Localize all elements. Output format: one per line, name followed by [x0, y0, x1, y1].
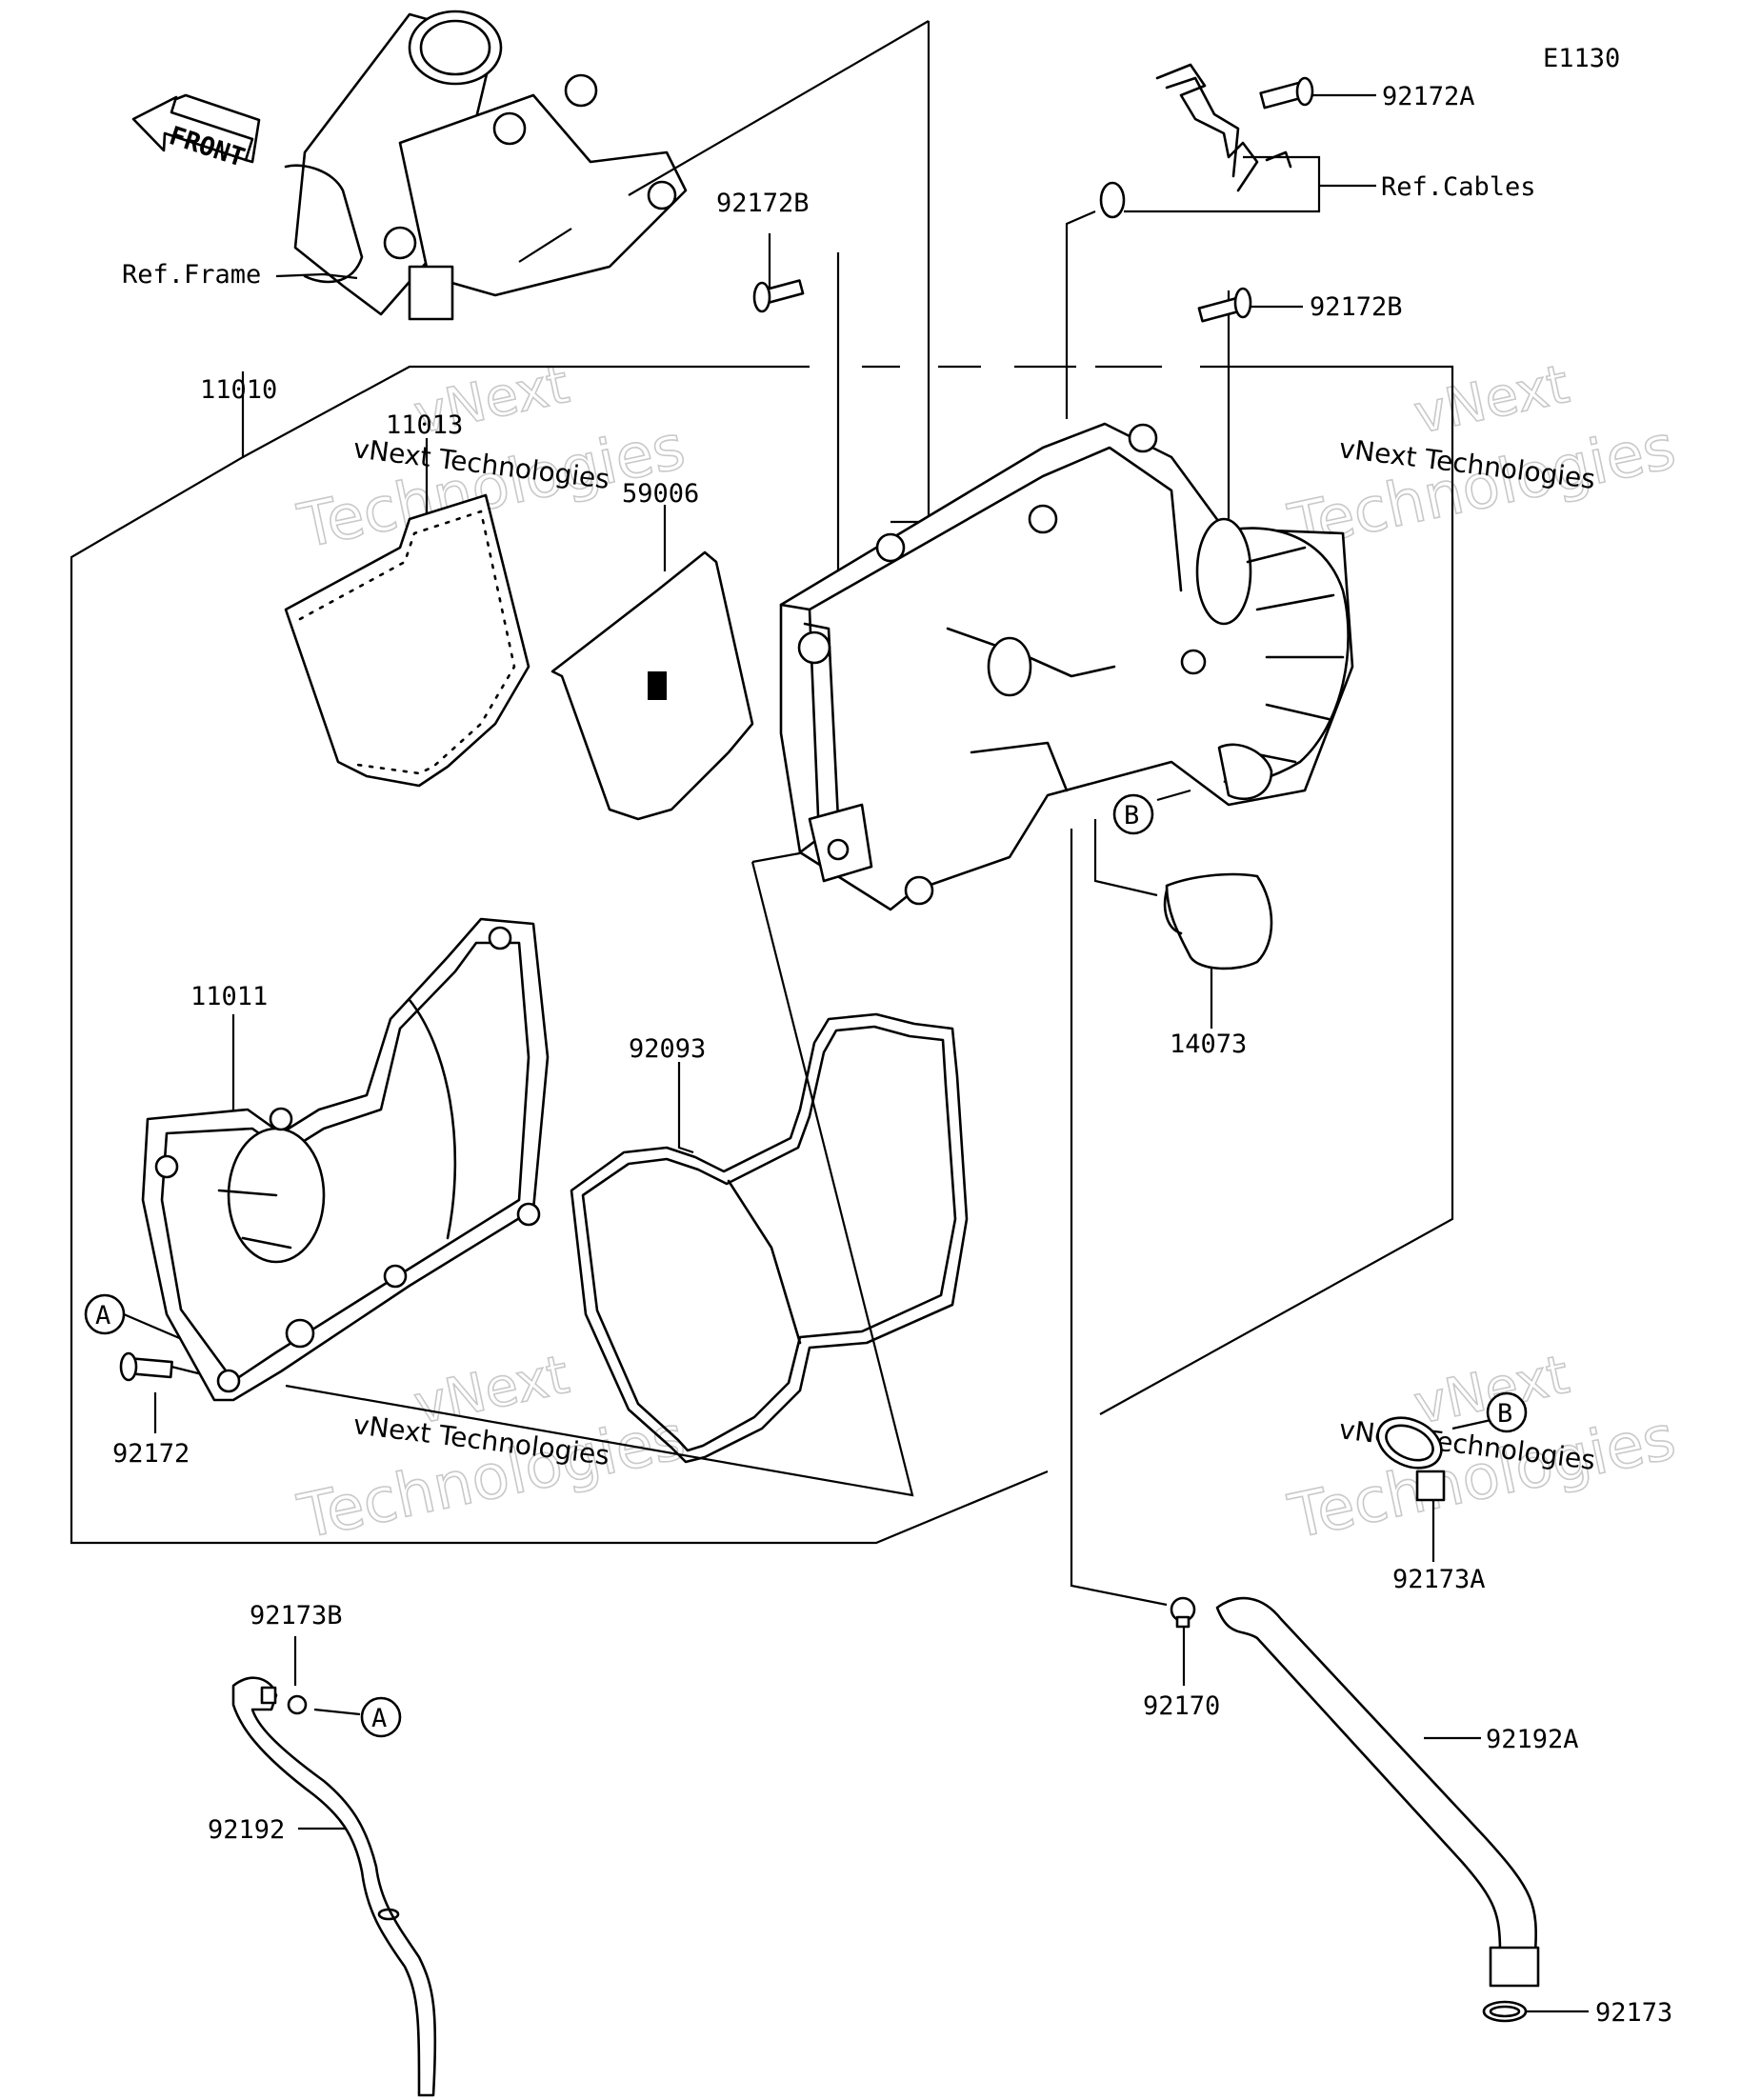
bolt-92172B-left — [752, 279, 805, 313]
callout-a-upper: A — [84, 1293, 126, 1335]
gasket — [570, 1012, 969, 1464]
label-92172B-left: 92172B — [716, 189, 810, 218]
watermark-bottom-left: vNext Technologies vNext Technologies — [291, 1343, 691, 1553]
watermark-bottom-right: vNext Technologies vNext Technologies — [1282, 1343, 1682, 1553]
hose-92192A — [1215, 1596, 1540, 1988]
ref-cables-label: Ref.Cables — [1381, 172, 1536, 202]
bolt-92172A — [1259, 76, 1314, 110]
callout-a-letter: A — [371, 1704, 387, 1733]
bolt-92172 — [119, 1351, 173, 1382]
washer — [1099, 181, 1126, 219]
callout-b-letter: B — [1124, 801, 1139, 830]
label-11010: 11010 — [200, 375, 277, 405]
air-cleaner-housing — [779, 422, 1354, 911]
clamp-92173B — [260, 1686, 308, 1715]
air-filter-element — [284, 493, 530, 788]
callout-a-lower: A — [360, 1696, 402, 1738]
callout-b-lower: B — [1486, 1391, 1528, 1433]
label-92170: 92170 — [1143, 1691, 1220, 1721]
label-92192A: 92192A — [1486, 1725, 1579, 1754]
label-92172: 92172 — [112, 1439, 190, 1469]
label-92093: 92093 — [629, 1034, 706, 1064]
frame-part — [284, 10, 688, 321]
diagram-code: E1130 — [1543, 44, 1620, 73]
callout-a-letter: A — [95, 1301, 110, 1330]
label-14073: 14073 — [1170, 1030, 1247, 1059]
label-92173: 92173 — [1595, 1998, 1672, 2028]
label-11011: 11011 — [190, 982, 268, 1011]
label-92172B-right: 92172B — [1310, 292, 1403, 322]
clamp-92173 — [1482, 2000, 1528, 2023]
label-11013: 11013 — [386, 410, 463, 440]
label-92173B: 92173B — [250, 1601, 343, 1630]
ref-frame-label: Ref.Frame — [122, 260, 261, 290]
duct-14073 — [1163, 872, 1273, 970]
watermark-top-right: vNext Technologies vNext Technologies — [1282, 352, 1682, 563]
lower-case — [141, 917, 550, 1402]
filter-sheet — [550, 550, 754, 821]
hose-92192 — [231, 1676, 437, 2097]
label-92192: 92192 — [208, 1815, 285, 1845]
callout-b-letter: B — [1497, 1399, 1512, 1429]
callout-b: B — [1112, 793, 1154, 835]
frame-tube-end — [408, 10, 503, 86]
label-92173A: 92173A — [1392, 1565, 1486, 1594]
label-92172A: 92172A — [1382, 82, 1475, 111]
sheet-mark — [648, 671, 667, 700]
cable-clip — [1155, 63, 1292, 192]
clamp-92170 — [1170, 1596, 1196, 1629]
front-arrow: FRONT — [131, 93, 261, 173]
front-arrow-depth — [174, 93, 261, 164]
label-59006: 59006 — [622, 479, 699, 509]
clamp-92173A — [1376, 1416, 1446, 1502]
bolt-92172B-right — [1197, 287, 1252, 323]
